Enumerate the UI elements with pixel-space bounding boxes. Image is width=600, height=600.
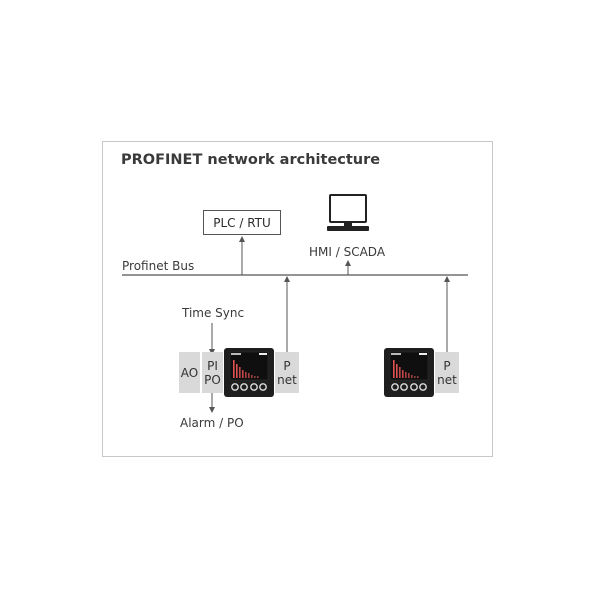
- device1-ao-tag: AO: [179, 352, 200, 393]
- diagram-title: PROFINET network architecture: [121, 152, 381, 168]
- device1-pnet-top: P: [283, 358, 291, 373]
- diagram-frame: [102, 141, 493, 457]
- plc-rtu-label: PLC / RTU: [213, 215, 271, 230]
- device2-pnet-top: P: [443, 358, 451, 373]
- device2-meter-icon: [384, 348, 434, 397]
- device1-meter-icon: [224, 348, 274, 397]
- profinet-bus-label: Profinet Bus: [122, 259, 195, 273]
- device1-ao-label: AO: [180, 365, 199, 380]
- plc-rtu-box: PLC / RTU: [203, 210, 281, 235]
- device1-pnet-tag: P net: [275, 352, 299, 393]
- alarm-po-label: Alarm / PO: [180, 416, 244, 430]
- device2-pnet-tag: P net: [435, 352, 459, 393]
- device1-pnet-bottom: net: [277, 372, 297, 387]
- device1-po-label: PO: [204, 372, 221, 387]
- hmi-computer-icon: [327, 194, 369, 231]
- device2-pnet-bottom: net: [437, 372, 457, 387]
- hmi-scada-label: HMI / SCADA: [309, 245, 386, 259]
- device1-pi-label: PI: [207, 358, 218, 373]
- device1-pi-po-tag: PI PO: [202, 352, 223, 393]
- time-sync-label: Time Sync: [182, 306, 245, 320]
